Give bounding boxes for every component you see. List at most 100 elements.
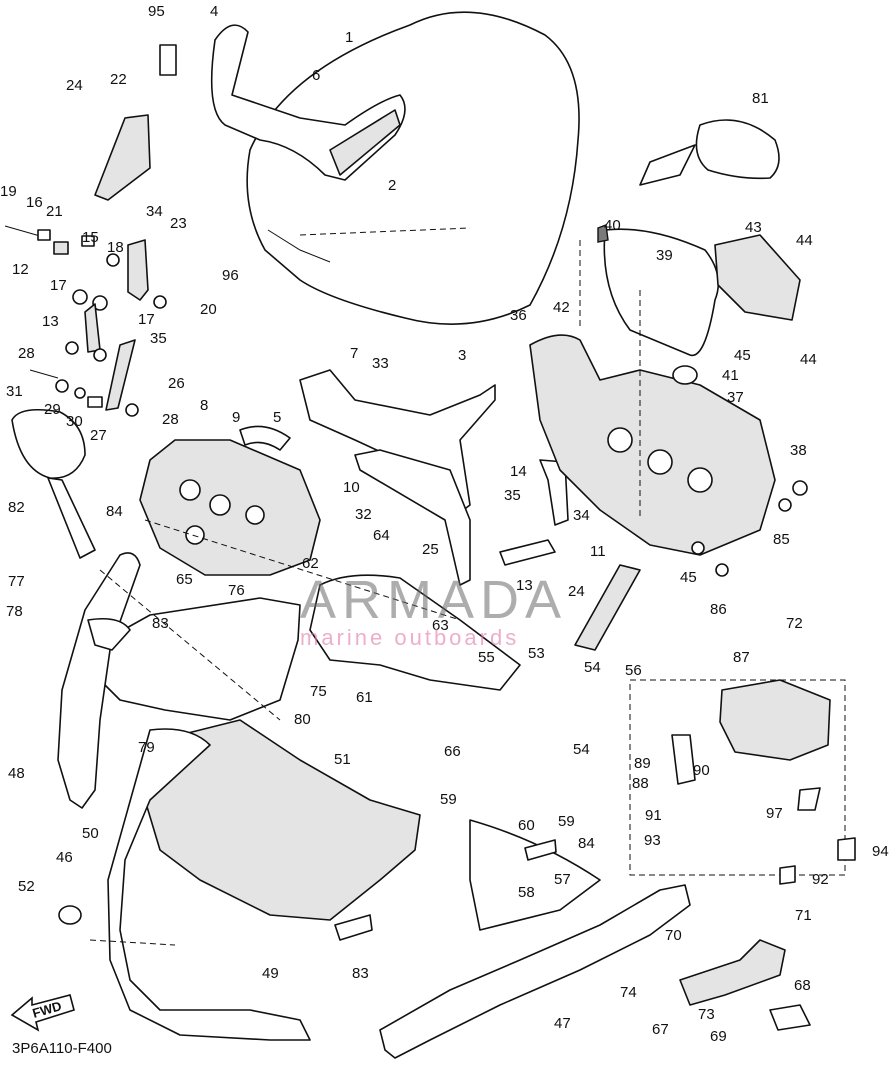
callout-16: 16 bbox=[26, 194, 43, 211]
callout-72: 72 bbox=[786, 615, 803, 632]
callout-95: 95 bbox=[148, 3, 165, 20]
callout-3: 3 bbox=[458, 347, 466, 364]
callout-92: 92 bbox=[812, 871, 829, 888]
callout-74: 74 bbox=[620, 984, 637, 1001]
callout-17b: 17 bbox=[138, 311, 155, 328]
watermark-brand: ARMADA bbox=[300, 570, 567, 630]
callout-43: 43 bbox=[745, 219, 762, 236]
callout-2: 2 bbox=[388, 177, 396, 194]
callout-29: 29 bbox=[44, 401, 61, 418]
label-95-part[interactable] bbox=[159, 44, 177, 76]
mirror-left-part[interactable] bbox=[11, 409, 86, 479]
callout-59b: 59 bbox=[558, 813, 575, 830]
callout-41: 41 bbox=[722, 367, 739, 384]
callout-51: 51 bbox=[334, 751, 351, 768]
bracket-22-part[interactable] bbox=[94, 114, 151, 201]
callout-67: 67 bbox=[652, 1021, 669, 1038]
callout-28a: 28 bbox=[18, 345, 35, 362]
callout-80: 80 bbox=[294, 711, 311, 728]
plate-83-part[interactable] bbox=[334, 914, 373, 941]
callout-47: 47 bbox=[554, 1015, 571, 1032]
callout-83b: 83 bbox=[352, 965, 369, 982]
callout-65: 65 bbox=[176, 571, 193, 588]
under-cowl-part[interactable] bbox=[379, 884, 691, 1059]
callout-36: 36 bbox=[510, 307, 527, 324]
side-panel-part[interactable] bbox=[99, 597, 301, 721]
air-duct-part[interactable] bbox=[719, 679, 831, 761]
grille-43-part[interactable] bbox=[714, 234, 801, 321]
callout-89: 89 bbox=[634, 755, 651, 772]
forward-arrow-icon: FWD bbox=[10, 994, 75, 1032]
callout-45b: 45 bbox=[680, 569, 697, 586]
windscreen-part[interactable] bbox=[246, 11, 580, 325]
callout-93: 93 bbox=[644, 832, 661, 849]
callout-24b: 24 bbox=[568, 583, 585, 600]
callout-22: 22 bbox=[110, 71, 127, 88]
callout-27: 27 bbox=[90, 427, 107, 444]
callout-57: 57 bbox=[554, 871, 571, 888]
left-fairing-part[interactable] bbox=[57, 552, 141, 809]
callout-38: 38 bbox=[790, 442, 807, 459]
mirror-right-part[interactable] bbox=[695, 119, 780, 180]
callout-42: 42 bbox=[553, 299, 570, 316]
callout-62: 62 bbox=[302, 555, 319, 572]
callout-20: 20 bbox=[200, 301, 217, 318]
callout-32: 32 bbox=[355, 506, 372, 523]
callout-13b: 13 bbox=[516, 577, 533, 594]
callout-73: 73 bbox=[698, 1006, 715, 1023]
callout-23: 23 bbox=[170, 215, 187, 232]
center-stay-part[interactable] bbox=[299, 369, 496, 521]
callout-31: 31 bbox=[6, 383, 23, 400]
callout-37: 37 bbox=[727, 389, 744, 406]
callout-58: 58 bbox=[518, 884, 535, 901]
callout-77: 77 bbox=[8, 573, 25, 590]
callout-34a: 34 bbox=[146, 203, 163, 220]
callout-75: 75 bbox=[310, 683, 327, 700]
callout-94: 94 bbox=[872, 843, 889, 860]
callout-33: 33 bbox=[372, 355, 389, 372]
callout-83a: 83 bbox=[152, 615, 169, 632]
callout-26: 26 bbox=[168, 375, 185, 392]
callout-84b: 84 bbox=[578, 835, 595, 852]
callout-52: 52 bbox=[18, 878, 35, 895]
callout-82: 82 bbox=[8, 499, 25, 516]
callout-14: 14 bbox=[510, 463, 527, 480]
callout-76: 76 bbox=[228, 582, 245, 599]
callout-5: 5 bbox=[273, 409, 281, 426]
front-cowl-part[interactable] bbox=[107, 728, 311, 1041]
right-frame-part[interactable] bbox=[529, 334, 776, 556]
cap-52-part[interactable] bbox=[58, 905, 82, 925]
callout-50: 50 bbox=[82, 825, 99, 842]
callout-55: 55 bbox=[478, 649, 495, 666]
callout-45a: 45 bbox=[734, 347, 751, 364]
callout-63: 63 bbox=[432, 617, 449, 634]
callout-35a: 35 bbox=[150, 330, 167, 347]
callout-49: 49 bbox=[262, 965, 279, 982]
inner-panel-part[interactable] bbox=[309, 574, 521, 691]
callout-59a: 59 bbox=[440, 791, 457, 808]
callout-88: 88 bbox=[632, 775, 649, 792]
callout-44b: 44 bbox=[800, 351, 817, 368]
callout-44a: 44 bbox=[796, 232, 813, 249]
callout-68: 68 bbox=[794, 977, 811, 994]
callout-6: 6 bbox=[312, 67, 320, 84]
callout-48: 48 bbox=[8, 765, 25, 782]
callout-10: 10 bbox=[343, 479, 360, 496]
callout-40: 40 bbox=[604, 217, 621, 234]
callout-39: 39 bbox=[656, 247, 673, 264]
callout-69: 69 bbox=[710, 1028, 727, 1045]
callout-1: 1 bbox=[345, 29, 353, 46]
left-hardware-group bbox=[4, 225, 167, 417]
trim-strip-part[interactable] bbox=[574, 564, 641, 651]
callout-18: 18 bbox=[107, 239, 124, 256]
callout-21: 21 bbox=[46, 203, 63, 220]
callout-85: 85 bbox=[773, 531, 790, 548]
cover-39-part[interactable] bbox=[603, 228, 720, 357]
callout-8: 8 bbox=[200, 397, 208, 414]
lower-bracket-part[interactable] bbox=[679, 939, 786, 1006]
inner-lower-panel-part[interactable] bbox=[144, 719, 421, 921]
callout-70: 70 bbox=[665, 927, 682, 944]
plate-84-part[interactable] bbox=[524, 839, 557, 861]
callout-90: 90 bbox=[693, 762, 710, 779]
diagram-code: 3P6A110-F400 bbox=[12, 1040, 112, 1057]
